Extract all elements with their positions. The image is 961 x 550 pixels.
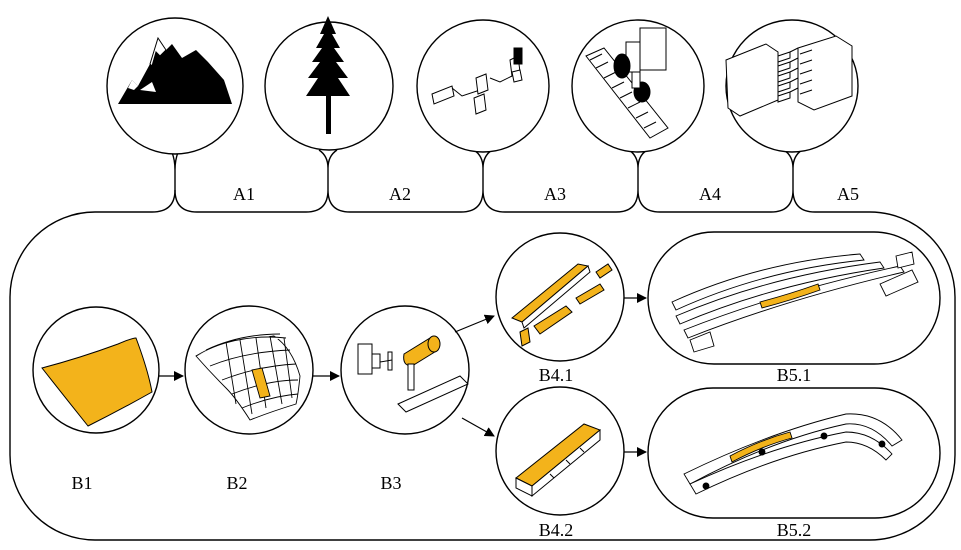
circle-B3 xyxy=(340,305,470,435)
circle-B1 xyxy=(32,306,160,434)
arrow-B3-B4-1 xyxy=(454,314,495,333)
curved-truss-icon xyxy=(671,251,919,353)
label-B4-1: B4.1 xyxy=(538,365,574,385)
label-A4: A4 xyxy=(699,184,721,204)
circle-A4 xyxy=(571,19,705,153)
beam-parts-icon xyxy=(511,263,613,347)
shell-grid-icon xyxy=(195,333,301,421)
label-A5: A5 xyxy=(837,184,859,204)
label-B3: B3 xyxy=(380,473,402,493)
press-machine-icon xyxy=(357,335,469,413)
circle-A2 xyxy=(264,16,394,151)
curved-panel-icon xyxy=(41,337,153,427)
circle-A1 xyxy=(106,17,244,155)
arched-beam-icon xyxy=(683,413,903,495)
label-A2: A2 xyxy=(389,184,411,204)
circle-A3 xyxy=(416,19,550,153)
circle-A5 xyxy=(725,19,859,153)
sawmill-icon xyxy=(585,27,669,139)
board-pieces-icon xyxy=(431,47,523,115)
arrow-B3-B4-2 xyxy=(461,417,495,437)
pill-B5-2 xyxy=(647,387,941,519)
outer-outline xyxy=(9,149,956,541)
finger-joint-icon xyxy=(725,35,853,117)
label-A3: A3 xyxy=(544,184,566,204)
pill-B5-1 xyxy=(647,231,941,365)
label-B1: B1 xyxy=(71,473,93,493)
label-B2: B2 xyxy=(226,473,248,493)
mountain-icon xyxy=(118,36,232,104)
straight-beam-icon xyxy=(515,423,601,498)
circle-B4-1 xyxy=(495,232,625,362)
label-B4-2: B4.2 xyxy=(538,520,574,540)
circle-B2 xyxy=(184,305,314,435)
label-B5-2: B5.2 xyxy=(776,520,812,540)
circle-B4-2 xyxy=(495,386,625,516)
tree-icon xyxy=(306,16,350,134)
label-A1: A1 xyxy=(233,184,255,204)
label-B5-1: B5.1 xyxy=(776,365,812,385)
